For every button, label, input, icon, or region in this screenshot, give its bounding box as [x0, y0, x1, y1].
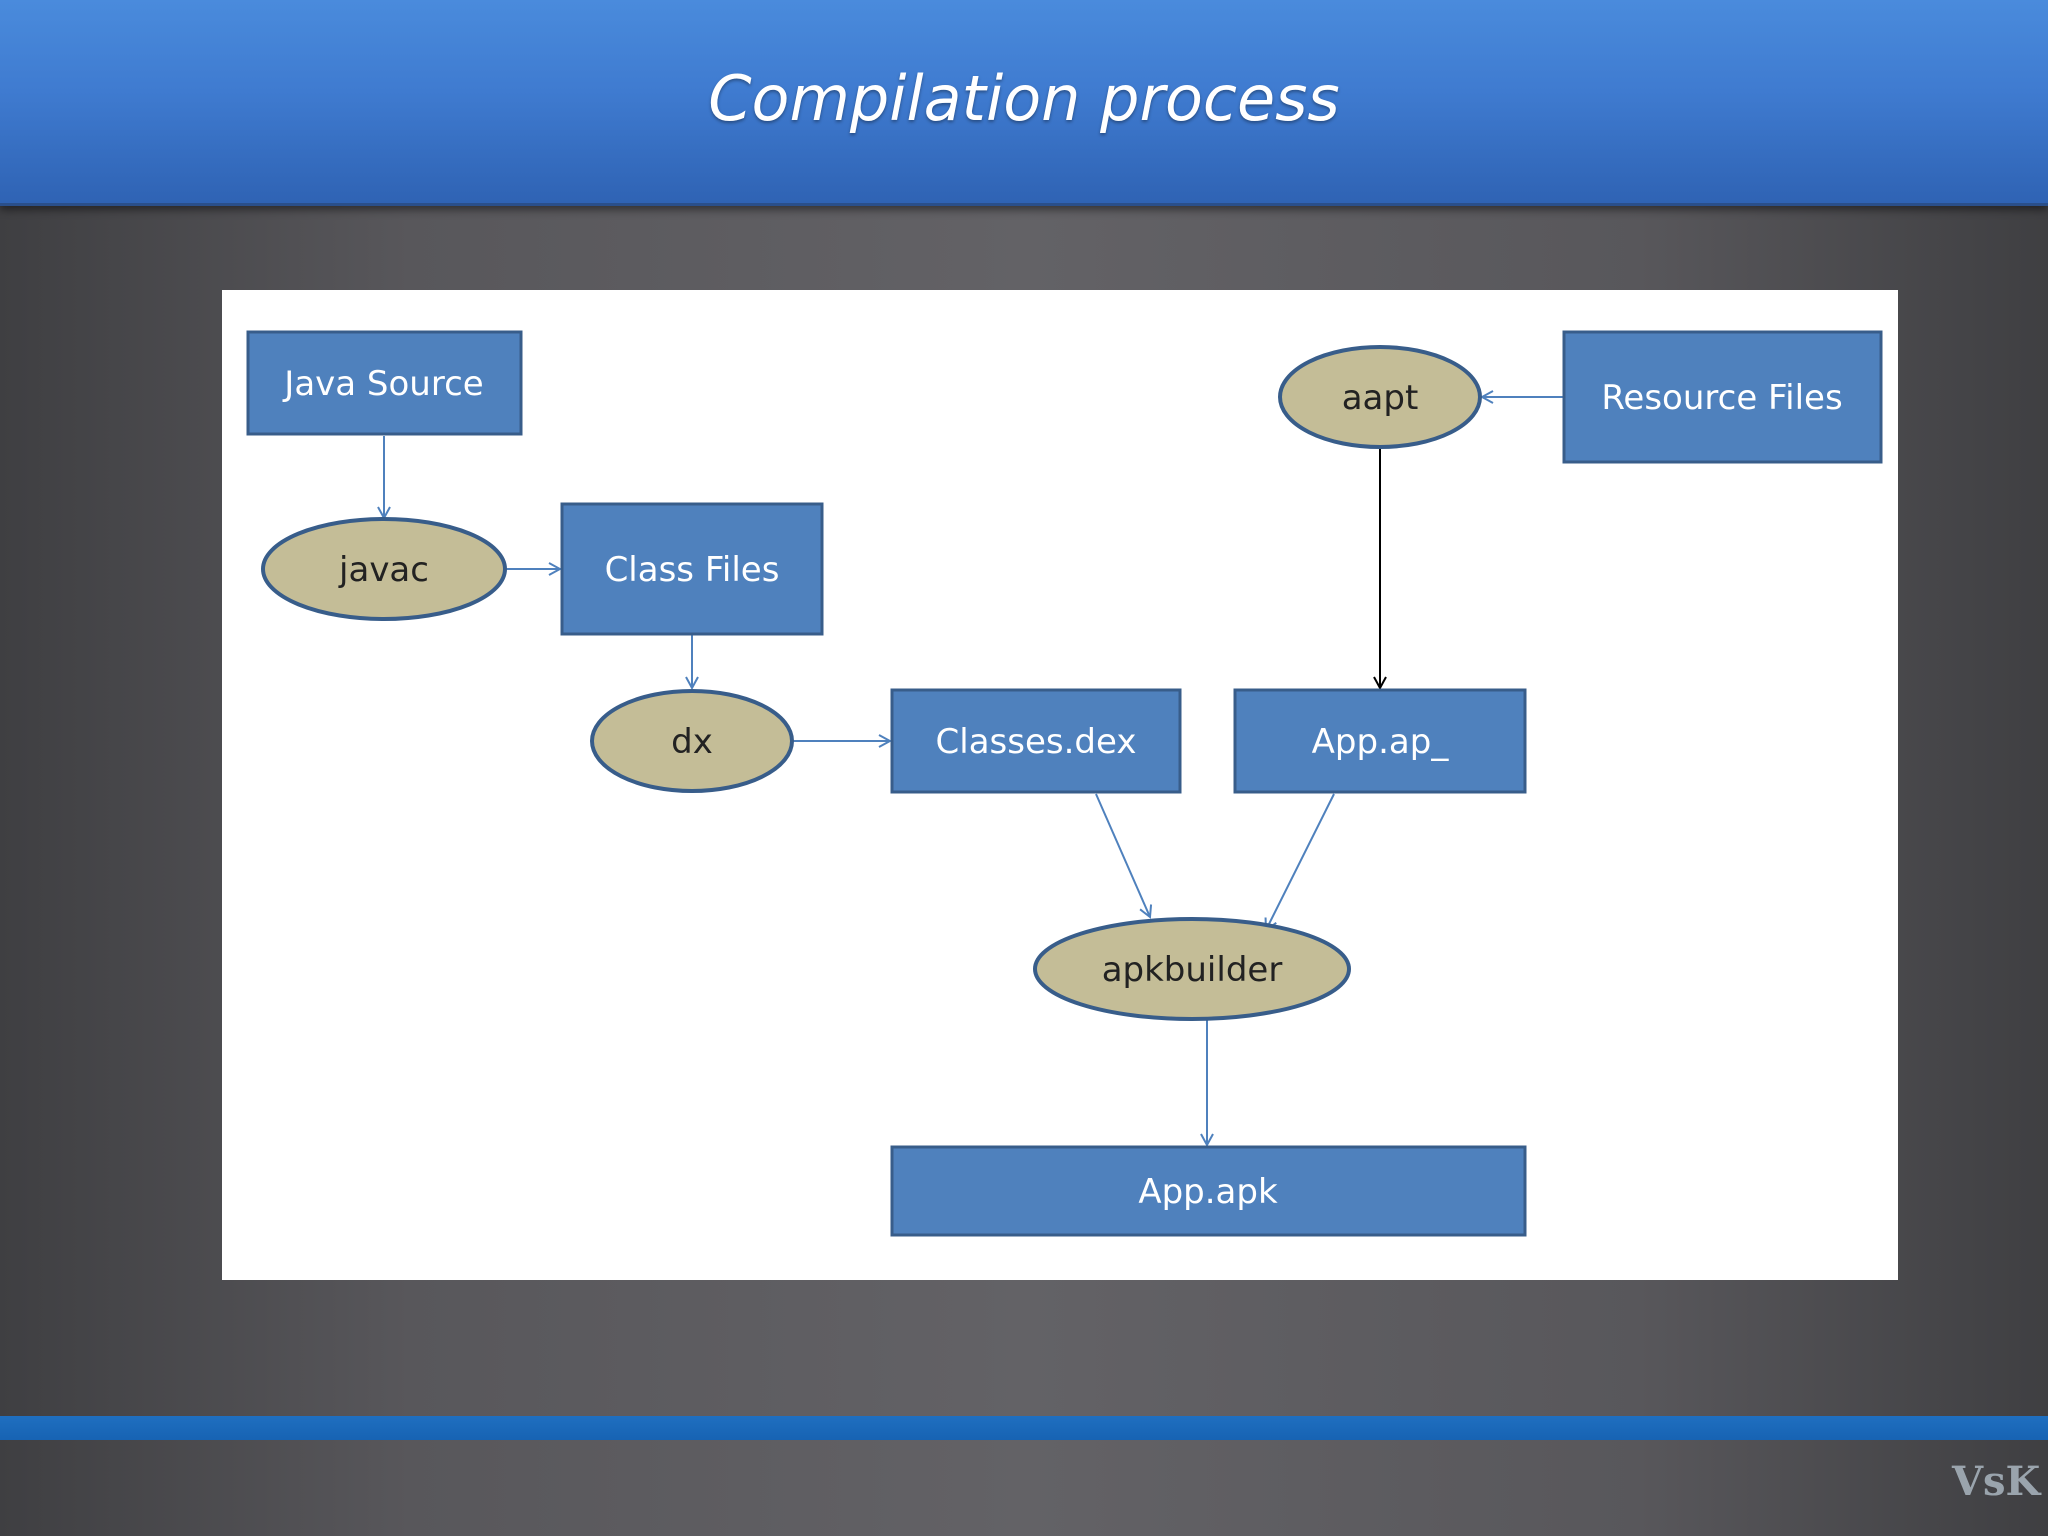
node-apkbuilder-label: apkbuilder [1102, 950, 1283, 990]
footer-band [0, 1416, 2048, 1440]
node-java-source-label: Java Source [282, 364, 483, 404]
node-app-ap: App.ap_ [1233, 688, 1527, 794]
arrow-classes-dex-to-apkbuilder [1095, 793, 1150, 917]
node-app-apk-label: App.apk [1138, 1172, 1278, 1212]
node-class-files: Class Files [560, 502, 824, 636]
node-dx-label: dx [671, 722, 713, 762]
node-aapt-label: aapt [1342, 378, 1419, 418]
node-java-source: Java Source [246, 330, 523, 436]
node-app-ap-label: App.ap_ [1312, 722, 1450, 762]
vsk-logo: VsK [1952, 1458, 2041, 1505]
compilation-diagram: Java Source javac Class Files dx Classes… [246, 330, 1883, 1237]
node-dx: dx [590, 689, 794, 793]
slide-title: Compilation process [708, 62, 1340, 135]
node-resource-files: Resource Files [1562, 330, 1883, 464]
node-aapt: aapt [1278, 345, 1482, 449]
node-classes-dex: Classes.dex [890, 688, 1182, 794]
node-classes-dex-label: Classes.dex [936, 722, 1137, 762]
node-javac: javac [261, 517, 507, 621]
node-resource-files-label: Resource Files [1601, 378, 1842, 418]
title-bar: Compilation process [0, 0, 2048, 206]
node-javac-label: javac [338, 550, 429, 590]
diagram-canvas: Java Source javac Class Files dx Classes… [222, 290, 1898, 1280]
node-apkbuilder: apkbuilder [1033, 917, 1351, 1021]
node-class-files-label: Class Files [605, 550, 780, 590]
node-app-apk: App.apk [890, 1145, 1527, 1237]
arrow-app-ap-to-apkbuilder [1266, 793, 1335, 930]
